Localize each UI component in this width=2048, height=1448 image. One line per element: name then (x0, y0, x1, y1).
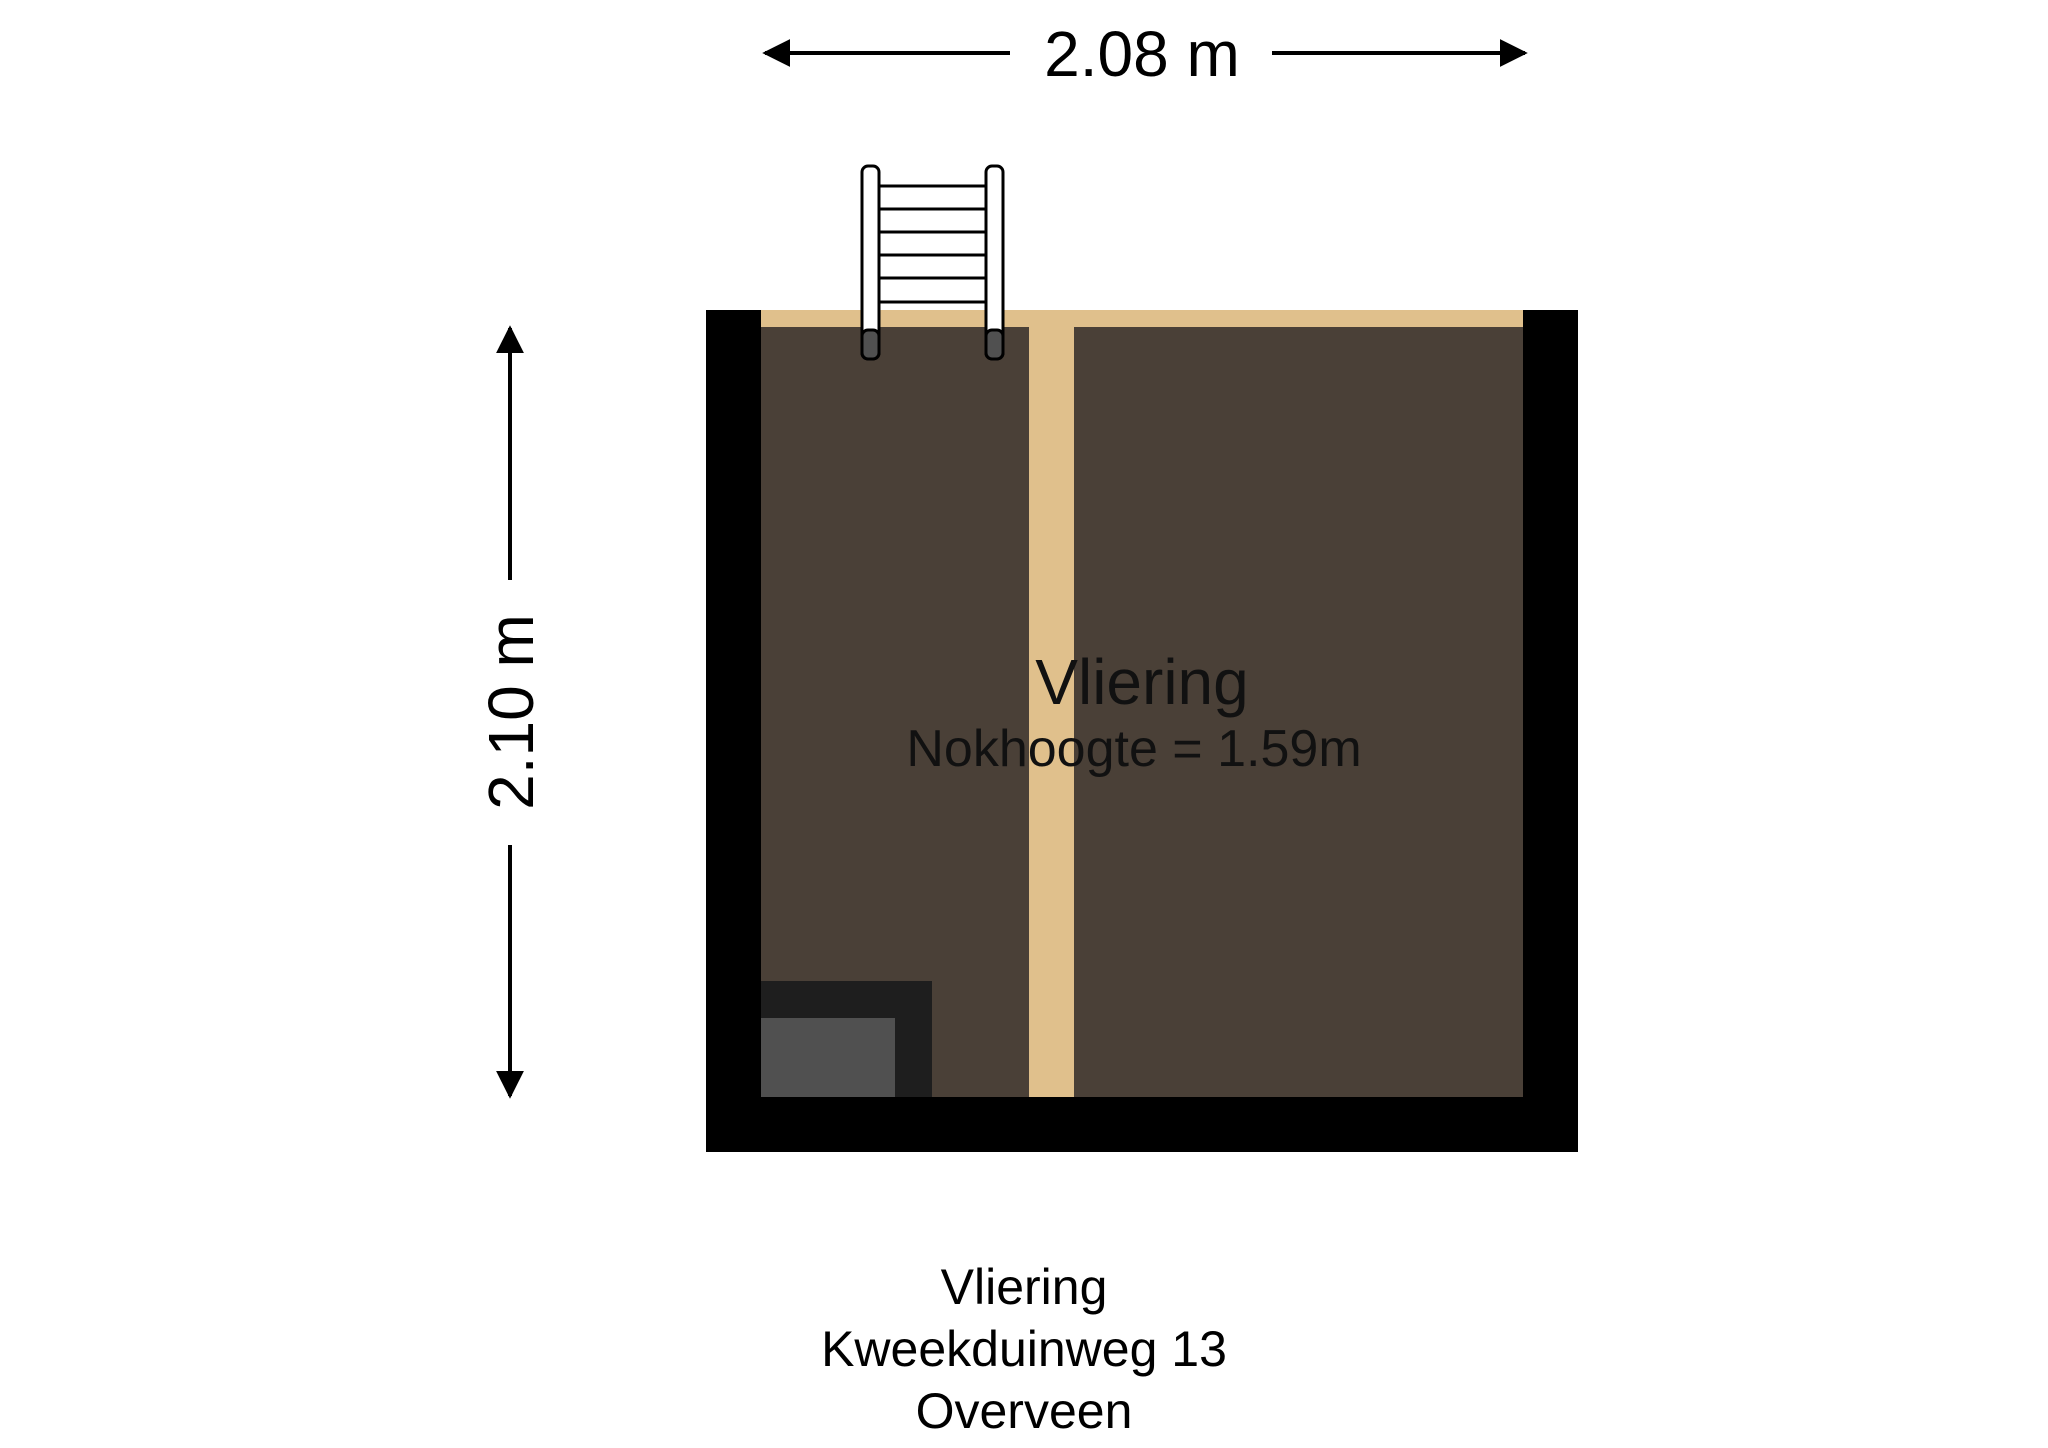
height-dimension: 2.10 m (475, 325, 547, 1099)
width-label: 2.08 m (1044, 18, 1240, 90)
caption-street: Kweekduinweg 13 (821, 1321, 1227, 1377)
width-dimension: 2.08 m (762, 18, 1528, 90)
ladder-icon (860, 164, 1005, 361)
ridge-beam (1029, 327, 1074, 1097)
top-beam (761, 310, 1523, 327)
height-label: 2.10 m (475, 614, 547, 810)
chimney-inner (761, 1018, 895, 1097)
caption-floor: Vliering (940, 1259, 1108, 1315)
caption-city: Overveen (915, 1383, 1133, 1439)
room-name: Vliering (1035, 646, 1248, 718)
floor-area (761, 327, 1523, 1097)
ridge-height-label: Nokhoogte = 1.59m (906, 720, 1361, 778)
